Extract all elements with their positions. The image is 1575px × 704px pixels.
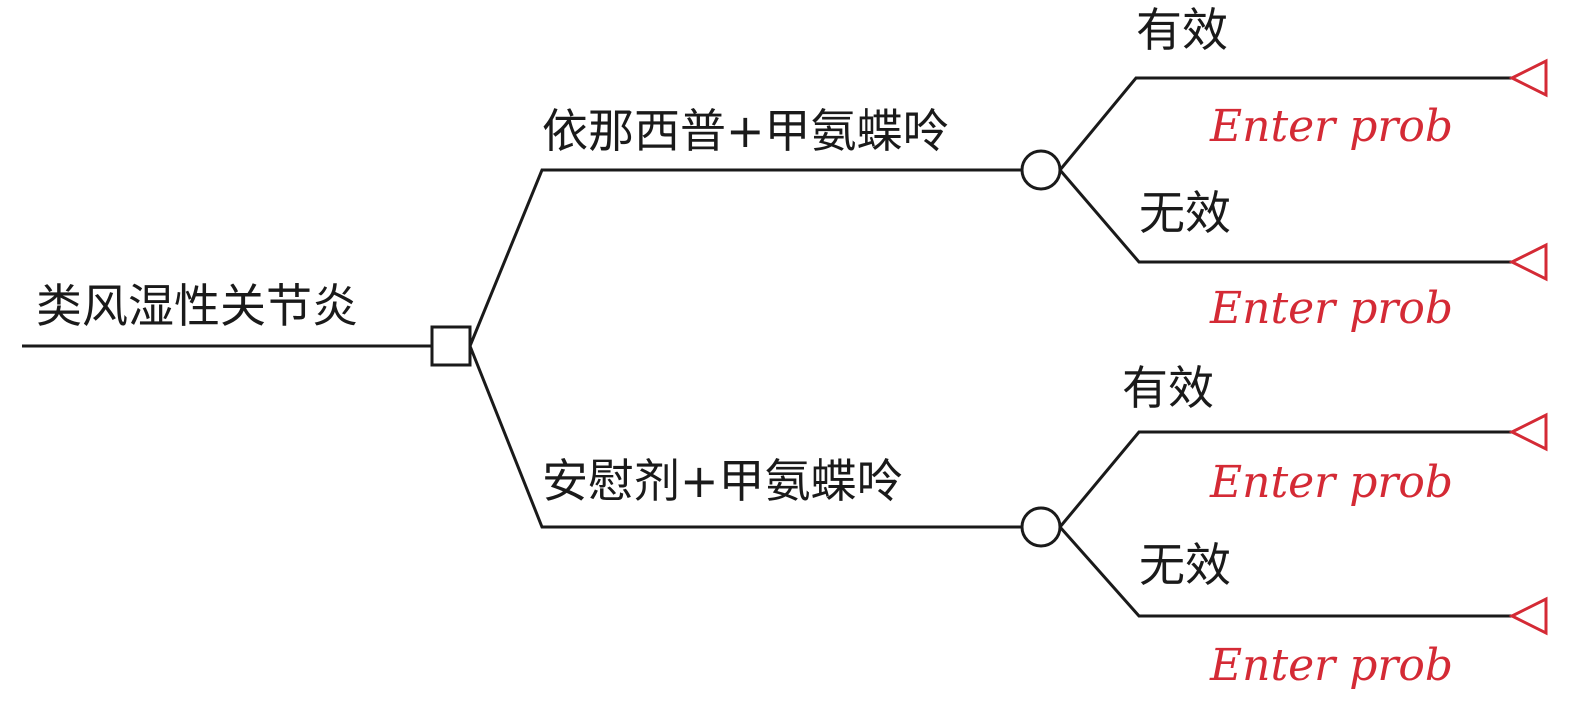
outcome-2-2-label: 无效	[1139, 538, 1231, 592]
outcome-1-2-branch-line	[1058, 169, 1512, 264]
terminal-node-1-2	[1508, 242, 1548, 282]
terminal-node-2-1	[1508, 412, 1548, 452]
outcome-1-1-label: 有效	[1136, 3, 1228, 57]
terminal-node-2-2	[1508, 596, 1548, 636]
chance-node-1	[1020, 149, 1062, 191]
outcome-1-1-prob: Enter prob	[1209, 101, 1453, 152]
strategy-2-branch-line	[468, 345, 1022, 529]
outcome-2-2-branch-line	[1058, 526, 1512, 618]
outcome-2-1-prob: Enter prob	[1209, 457, 1453, 508]
chance-node-2	[1020, 506, 1062, 548]
strategy-2-label: 安慰剂+甲氨蝶呤	[542, 454, 903, 508]
decision-node	[430, 325, 472, 367]
strategy-1-branch-line	[468, 168, 1022, 347]
outcome-2-2-prob: Enter prob	[1209, 640, 1453, 691]
outcome-1-2-label: 无效	[1139, 186, 1231, 240]
outcome-1-1-branch-line	[1058, 76, 1512, 171]
outcome-2-1-branch-line	[1058, 430, 1512, 528]
strategy-1-label: 依那西普+甲氨蝶呤	[542, 104, 949, 158]
outcome-2-1-label: 有效	[1122, 361, 1214, 415]
root-label: 类风湿性关节炎	[36, 279, 358, 333]
outcome-1-2-prob: Enter prob	[1209, 283, 1453, 334]
terminal-node-1-1	[1508, 58, 1548, 98]
